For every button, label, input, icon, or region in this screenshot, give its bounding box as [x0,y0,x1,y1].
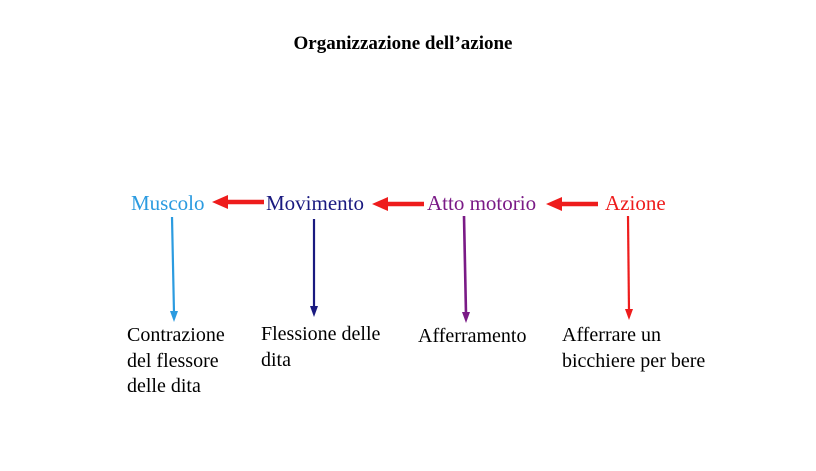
example-azione: Afferrare un bicchiere per bere [562,324,706,372]
arrow-down-movimento [310,219,318,317]
level-atto-motorio: Atto motorio [427,191,537,215]
connector-atto-to-movimento [372,197,424,211]
diagram-title: Organizzazione dell’azione [293,33,513,54]
level-azione: Azione [605,191,666,215]
arrow-down-atto-motorio [462,215,470,323]
connector-movimento-to-muscolo [212,195,264,209]
arrow-down-muscolo [170,216,178,322]
arrow-down-azione [625,215,633,320]
level-movimento: Movimento [266,191,364,215]
connector-azione-to-atto [546,197,598,211]
example-atto-motorio: Afferramento [418,325,527,347]
example-muscolo: Contrazione del flessore delle dita [127,324,225,397]
example-movimento: Flessione delle dita [261,323,381,371]
level-muscolo: Muscolo [131,191,205,215]
